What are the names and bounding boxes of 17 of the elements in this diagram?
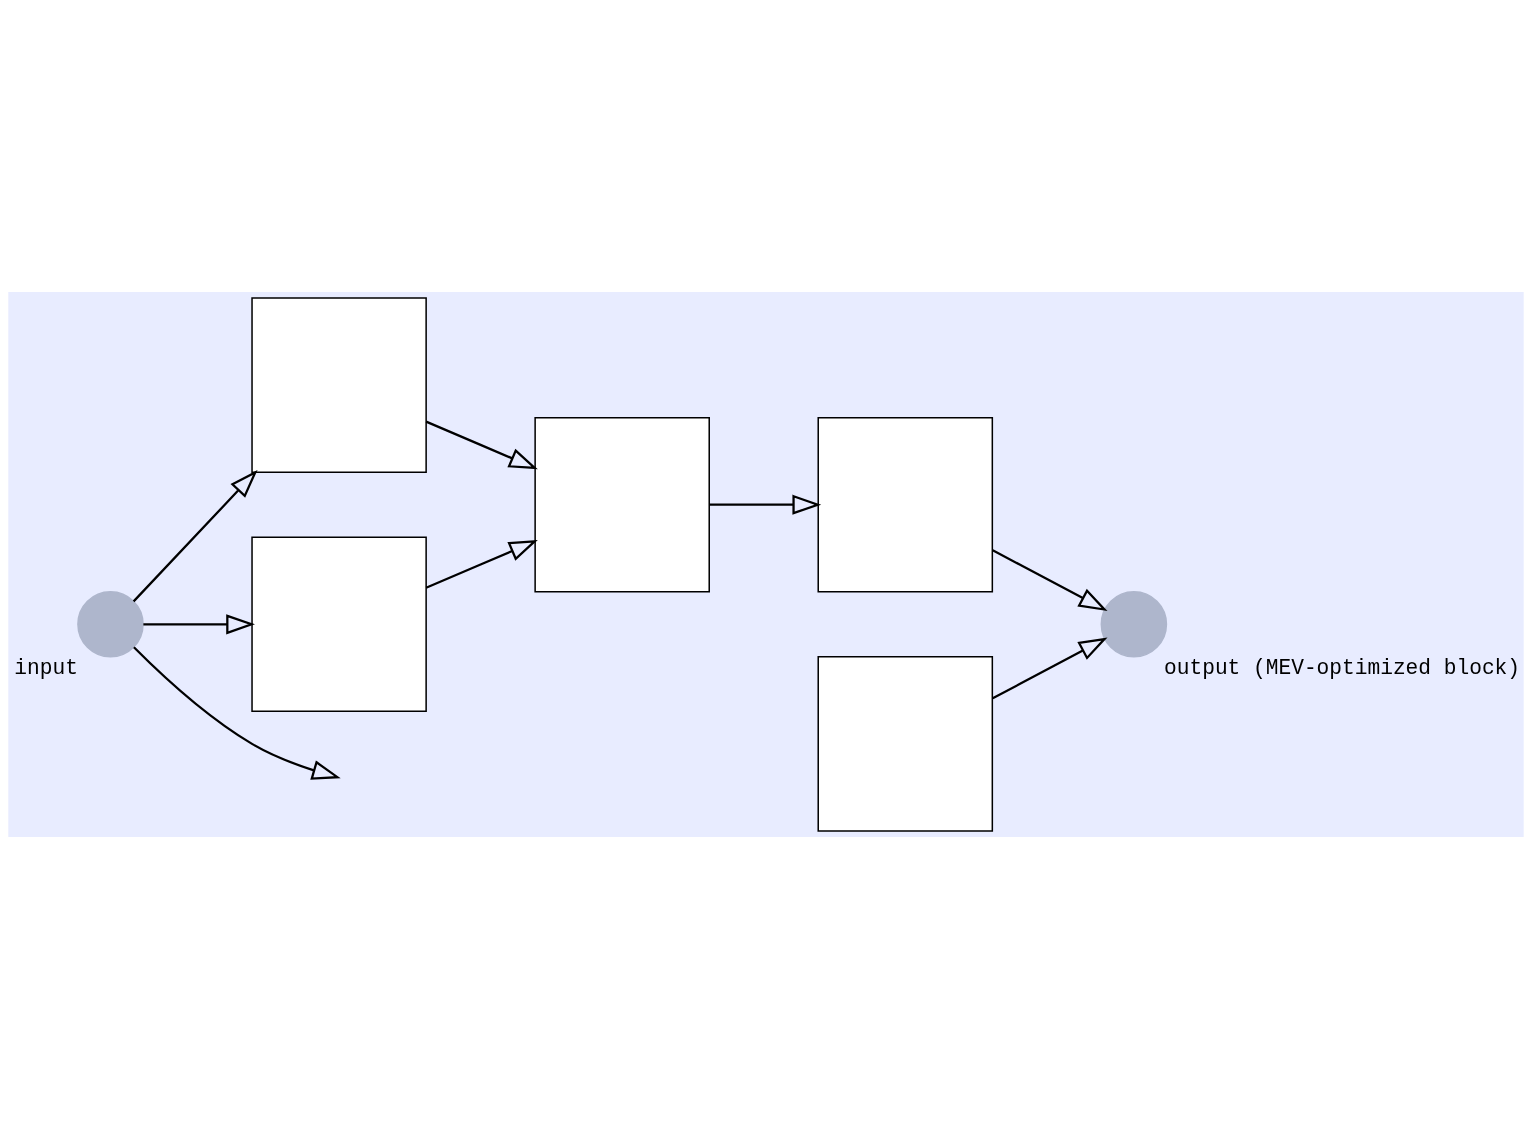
arrow [425, 539, 538, 589]
arrow [709, 494, 822, 515]
node-circle [77, 590, 144, 658]
node-box [534, 416, 710, 592]
arrow [133, 645, 341, 780]
arrow [992, 637, 1108, 699]
arrow [425, 420, 538, 469]
node-box [817, 655, 994, 832]
arrow [143, 613, 255, 634]
node-circle [1100, 590, 1168, 658]
node-label: output (MEV-optimized block) [1164, 655, 1521, 680]
node-box [251, 296, 427, 473]
arrow [132, 469, 258, 602]
node-box [817, 416, 994, 592]
node-box [251, 536, 427, 712]
node-label: input [14, 655, 78, 680]
arrow [992, 548, 1108, 611]
